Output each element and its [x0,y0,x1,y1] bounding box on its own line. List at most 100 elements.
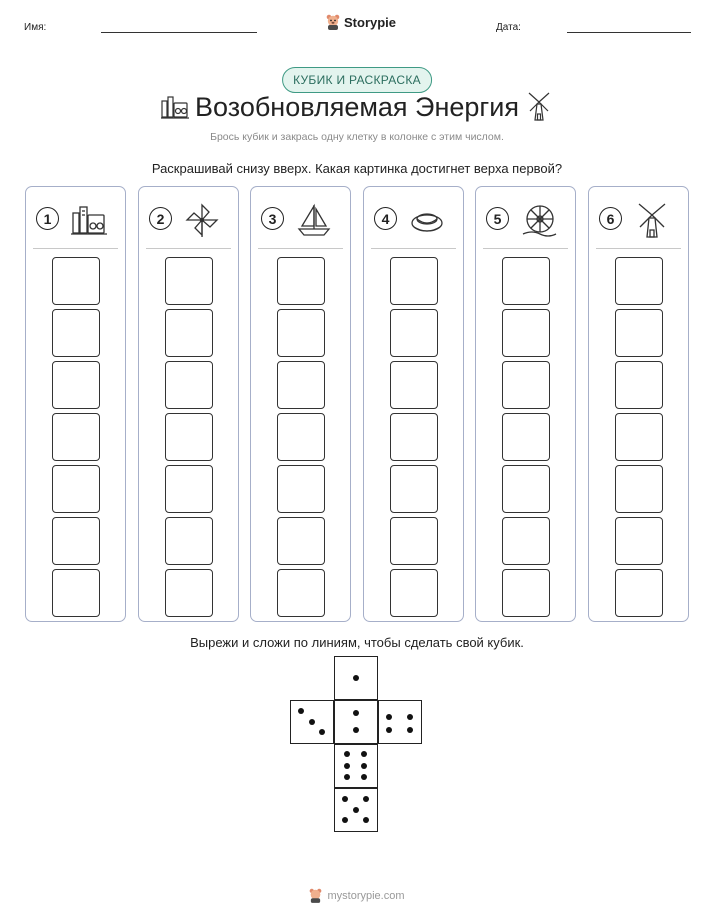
dice-pip [308,718,315,725]
dice-column-3: 3 [250,186,351,622]
dice-pip [362,816,369,823]
color-cell[interactable] [615,361,663,409]
column-number: 5 [486,207,509,230]
column-divider [483,248,568,249]
color-cell[interactable] [52,309,100,357]
color-cell[interactable] [165,465,213,513]
name-label: Имя: [24,22,47,33]
dice-pip [344,773,351,780]
dice-pip [386,714,393,721]
color-cell[interactable] [277,517,325,565]
column-header: 5 [476,187,575,249]
color-cell[interactable] [52,465,100,513]
dice-column-4: 4 [363,186,464,622]
water-wheel-icon [522,205,557,237]
dice-pip [406,714,413,721]
dice-pip [344,762,351,769]
dice-column-1: 1 [25,186,126,622]
dice-pip [360,751,367,758]
dice-face-4 [378,700,422,744]
storypie-bear-icon [326,14,340,30]
color-cell[interactable] [52,361,100,409]
color-cell[interactable] [277,309,325,357]
color-cell[interactable] [165,517,213,565]
dice-instruction: Вырежи и сложи по линиям, чтобы сделать … [190,635,524,650]
color-cell[interactable] [615,465,663,513]
column-divider [258,248,343,249]
color-cell[interactable] [502,361,550,409]
dice-pip [352,710,359,717]
color-cell[interactable] [165,413,213,461]
column-number: 1 [36,207,59,230]
column-number: 3 [261,207,284,230]
brand-logo: Storypie [326,14,396,30]
color-cell[interactable] [615,257,663,305]
color-cell[interactable] [390,413,438,461]
dice-pip [318,728,325,735]
dice-face-5 [334,788,378,832]
dice-pip [360,762,367,769]
column-header: 3 [251,187,350,249]
power-plant-title-icon [161,96,189,119]
activity-badge: КУБИК И РАСКРАСКА [282,67,432,93]
color-cell[interactable] [390,465,438,513]
color-cell[interactable] [502,257,550,305]
color-cell[interactable] [52,517,100,565]
color-cell[interactable] [277,465,325,513]
color-cell[interactable] [52,569,100,617]
color-cell[interactable] [165,257,213,305]
coloring-instruction: Раскрашивай снизу вверх. Какая картинка … [151,161,563,176]
dice-face-6 [334,744,378,788]
color-cell[interactable] [165,569,213,617]
color-cell[interactable] [615,517,663,565]
color-cell[interactable] [165,309,213,357]
color-cell[interactable] [277,257,325,305]
color-cell[interactable] [615,569,663,617]
dice-pip [362,796,369,803]
column-divider [146,248,231,249]
column-divider [371,248,456,249]
color-cell[interactable] [390,361,438,409]
dice-face-3 [290,700,334,744]
windmill-icon [638,203,666,238]
color-cell[interactable] [502,309,550,357]
column-divider [596,248,681,249]
color-cell[interactable] [390,257,438,305]
dice-pip [352,726,359,733]
dice-pip [352,806,359,813]
brand-name: Storypie [344,14,397,30]
column-number: 2 [149,207,172,230]
dice-pip [342,816,349,823]
color-cell[interactable] [165,361,213,409]
dice-face-1 [334,656,378,700]
windmill-title-icon [528,92,550,121]
date-line[interactable] [567,32,691,33]
color-cell[interactable] [52,257,100,305]
color-cell[interactable] [52,413,100,461]
color-cell[interactable] [277,413,325,461]
color-cell[interactable] [390,309,438,357]
color-cell[interactable] [277,569,325,617]
color-cell[interactable] [615,413,663,461]
color-cell[interactable] [502,465,550,513]
color-cell[interactable] [502,517,550,565]
color-cell[interactable] [390,517,438,565]
storypie-bear-icon [310,888,322,903]
color-cell[interactable] [615,309,663,357]
column-header: 1 [26,187,125,249]
column-number: 6 [599,207,622,230]
dice-column-2: 2 [138,186,239,622]
color-cell[interactable] [502,413,550,461]
dice-pip [360,773,367,780]
column-divider [33,248,118,249]
dice-pip [344,751,351,758]
color-cell[interactable] [390,569,438,617]
dice-pip [386,726,393,733]
color-cell[interactable] [502,569,550,617]
dice-pip [342,796,349,803]
name-line[interactable] [101,32,257,33]
dice-column-6: 6 [588,186,689,622]
column-header: 4 [364,187,463,249]
page-subtitle: Брось кубик и закрась одну клетку в коло… [210,131,504,143]
color-cell[interactable] [277,361,325,409]
